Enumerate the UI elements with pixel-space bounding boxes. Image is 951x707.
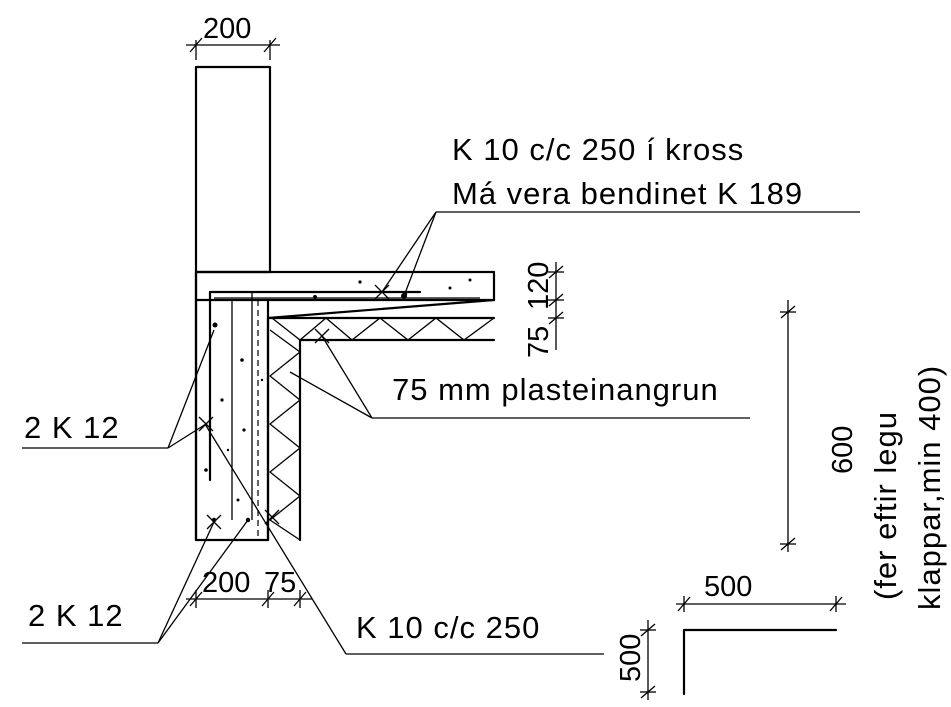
dim-base-b-text: 75 [264,567,296,599]
leader-reinf-wall [204,423,604,655]
concrete-section [194,270,496,542]
label-bars-upper: 2 K 12 [24,410,120,445]
label-reinf-top-line1: K 10 c/c 250 í kross [452,132,744,167]
label-reinf-wall: K 10 c/c 250 [356,610,540,645]
label-reinf-top-line2: Má vera bendinet K 189 [452,176,803,211]
concrete-aggregate [204,278,472,523]
dim-footing-height-text: 600 [827,426,859,474]
insulation-horizontal [266,316,496,342]
rebar [208,290,480,536]
dim-slab-b-text: 75 [523,326,555,358]
dim-slab-a-text: 120 [523,262,555,310]
dim-base-a-text: 200 [202,567,250,599]
upper-wall [194,65,272,274]
insulation-vertical [268,329,302,542]
dimension-footing-height: 600 [780,300,859,552]
label-insulation: 75 mm plasteinangrun [392,372,719,407]
leader-insulation [289,328,750,419]
leader-top-reinforcement [374,211,860,300]
corner-detail: 500 500 [615,571,846,700]
dim-corner-h-text: 500 [704,571,752,603]
dimension-base: 200 75 [186,567,312,608]
leader-bars-lower [22,514,249,644]
dim-wall-width-text: 200 [203,13,251,45]
label-note-line1: (fer eftir legu [868,411,903,600]
leader-bars-upper [22,329,215,449]
dimension-wall-width: 200 [186,13,280,60]
dimension-slab: 120 75 [523,262,564,358]
label-bars-lower: 2 K 12 [28,598,124,633]
dim-corner-v-text: 500 [615,634,647,682]
label-note-line2: klappar,min 400) [912,365,947,610]
